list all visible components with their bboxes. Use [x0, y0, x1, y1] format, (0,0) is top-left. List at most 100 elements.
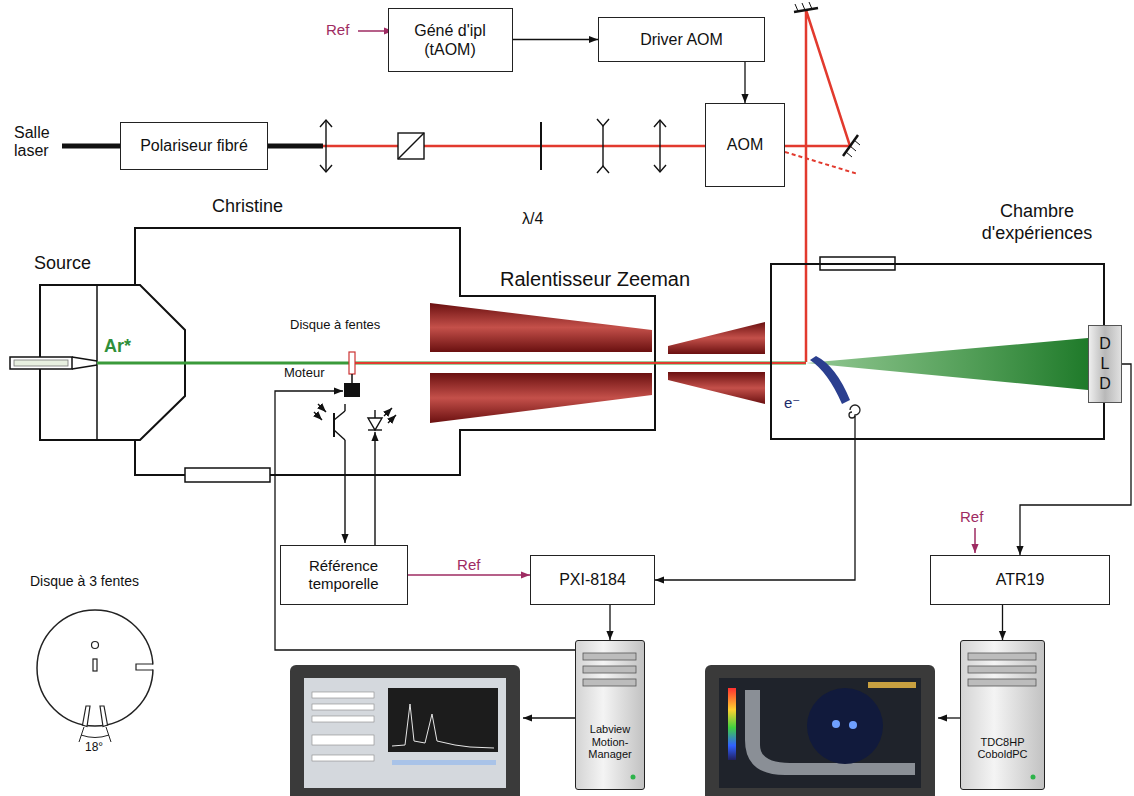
- vacuum-apparatus-outline: [185, 468, 270, 482]
- optical-sensors: [374, 410, 375, 418]
- optical-sensors: [314, 404, 396, 545]
- drive-slot: [583, 653, 636, 660]
- chopper-and-motor: [275, 391, 575, 650]
- box-label: Chambre d'expériences: [957, 201, 1117, 244]
- drive-slot: [968, 666, 1036, 673]
- part-name: Moteur: [284, 366, 324, 381]
- atomic-beam: [352, 362, 806, 364]
- monitor: [312, 735, 374, 745]
- monitor: [312, 755, 374, 761]
- electron-detector: [854, 416, 855, 440]
- part-name: Source: [34, 253, 91, 274]
- optical-sensors: [374, 432, 375, 545]
- three-slit-disk: [37, 610, 157, 742]
- tower-details: [576, 641, 643, 788]
- experiment-chamber: Chambre d'expériencesDLD: [770, 263, 1105, 440]
- monitor: [312, 716, 374, 722]
- data-arrow: [1002, 605, 1003, 640]
- mirror: [846, 152, 852, 157]
- trigger-arrow: [513, 39, 599, 40]
- laser-beam: [785, 152, 858, 174]
- particle-label: e⁻: [784, 394, 800, 411]
- computer-tower: TDC8HP CoboldPC: [960, 640, 1045, 790]
- reference-label: Ref: [960, 508, 983, 525]
- optics: [654, 120, 666, 127]
- optical-sensors: [344, 440, 345, 543]
- box-label: AOM: [727, 135, 763, 154]
- rf-arrow: [744, 62, 745, 103]
- optical-sensors: [344, 404, 345, 411]
- chopper-and-motor: [275, 352, 575, 650]
- three-slit-disk: [83, 706, 91, 727]
- electron-signal-wire: [655, 440, 855, 580]
- angle-label: 18°: [85, 741, 103, 755]
- laser-beam: [785, 10, 858, 362]
- chopper-and-motor: [344, 383, 360, 397]
- signal-label: Ref: [455, 556, 482, 573]
- three-slit-disk: [100, 706, 108, 727]
- pulse-generator-box: Géné d'ipl (tAOM): [388, 8, 513, 72]
- chopper-and-motor: [351, 374, 353, 383]
- mirror: [854, 140, 860, 145]
- monitor: [304, 678, 506, 788]
- laser-beam: [268, 145, 705, 148]
- optics: [602, 125, 603, 167]
- drive-slot: [968, 679, 1036, 686]
- optical-fiber: [62, 144, 120, 149]
- optics: [320, 119, 666, 173]
- electron-detector: [810, 356, 850, 404]
- monitor: [807, 688, 883, 764]
- box-label: TDC8HP CoboldPC: [961, 736, 1044, 761]
- monitor: [705, 665, 960, 796]
- data-arrow: [609, 605, 610, 640]
- monitor: [392, 704, 494, 748]
- optics: [398, 133, 424, 159]
- drive-slot: [583, 666, 636, 673]
- pxi-card-box: PXI-8184: [530, 555, 655, 605]
- atom-source: [14, 360, 68, 366]
- monitor: [728, 688, 736, 760]
- time-reference-box: Référence temporelle: [280, 545, 408, 605]
- fiber-polarizer-box: Polariseur fibré: [120, 122, 268, 170]
- reference-arrows: [358, 31, 975, 553]
- box-label: DLD: [1099, 334, 1111, 394]
- mirror: [794, 2, 860, 157]
- optics: [398, 133, 424, 159]
- aom-box: AOM: [705, 103, 785, 187]
- monitor: [312, 692, 374, 698]
- zeeman-coils: [668, 372, 765, 404]
- aom-driver-box: Driver AOM: [598, 17, 765, 62]
- mirror: [809, 2, 812, 9]
- electron-detector: [810, 356, 860, 440]
- box-label: Géné d'ipl (tAOM): [389, 21, 512, 59]
- monitor: [868, 682, 916, 688]
- monitor: [290, 665, 520, 796]
- zeeman-coils: [668, 322, 765, 354]
- delay-line-detector: DLD: [1088, 325, 1122, 403]
- monitor: [705, 665, 935, 796]
- atom-source: [72, 357, 97, 369]
- mirror: [795, 4, 798, 11]
- optics: [597, 119, 609, 126]
- chopper-and-motor: [349, 352, 355, 374]
- inset-title: Disque à 3 fentes: [30, 573, 139, 589]
- optical-sensors: [384, 408, 392, 416]
- power-led: [1031, 775, 1036, 780]
- optics: [654, 165, 666, 172]
- part-name: Disque à fentes: [290, 318, 380, 333]
- monitor: [392, 760, 496, 765]
- optical-sensors: [388, 415, 396, 423]
- reference-arrows: [974, 528, 976, 553]
- reference-signal-arrow: [408, 574, 531, 576]
- optical-sensors: [333, 413, 335, 437]
- three-slit-disk: [81, 735, 109, 738]
- box-label: Driver AOM: [640, 30, 723, 49]
- mirror: [802, 3, 805, 10]
- three-slit-disk: [37, 610, 153, 726]
- part-name: Ralentisseur Zeeman: [500, 268, 690, 291]
- optical-sensors: [368, 418, 382, 430]
- optics: [540, 122, 542, 170]
- optical-sensors: [334, 430, 345, 440]
- optical-fiber: [268, 144, 323, 149]
- reference-label: Ref: [326, 21, 349, 38]
